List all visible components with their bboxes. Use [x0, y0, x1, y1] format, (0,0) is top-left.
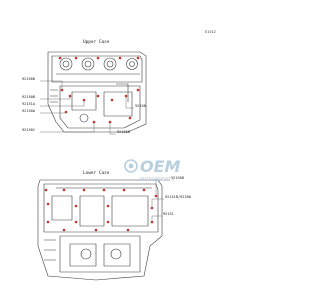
upper-case-title: Upper Case: [83, 40, 110, 45]
callout-upper-7: 92150B: [117, 130, 130, 134]
callout-upper-4: 92150A: [22, 109, 35, 113]
callout-lower-1: 92150D: [171, 176, 184, 180]
upper-leaders: [40, 80, 134, 135]
callout-upper-3: 92151A: [22, 102, 35, 106]
oem-watermark-logo: OEM MOTORPARTS: [124, 157, 181, 183]
callout-upper-5: 92150C: [22, 128, 35, 132]
lower-case-drawing: [37, 179, 163, 281]
lower-case-title: Lower Case: [83, 171, 110, 176]
upper-case-drawing: [47, 51, 147, 133]
lower-bolts: [44, 188, 158, 232]
callout-lower-2: 92151B/92200: [165, 195, 191, 199]
callout-upper-1: 92150B: [22, 77, 35, 81]
crankcase-diagram: [37, 51, 170, 281]
page-code: E1512: [205, 30, 216, 34]
watermark-tagline: MOTORPARTS: [140, 177, 174, 183]
watermark-brand: OEM: [140, 157, 181, 176]
callout-upper-6: 92150: [135, 104, 146, 108]
callout-lower-3: 92151: [163, 212, 174, 216]
lower-leaders: [151, 179, 170, 222]
callout-upper-2: 92150B: [22, 95, 35, 99]
